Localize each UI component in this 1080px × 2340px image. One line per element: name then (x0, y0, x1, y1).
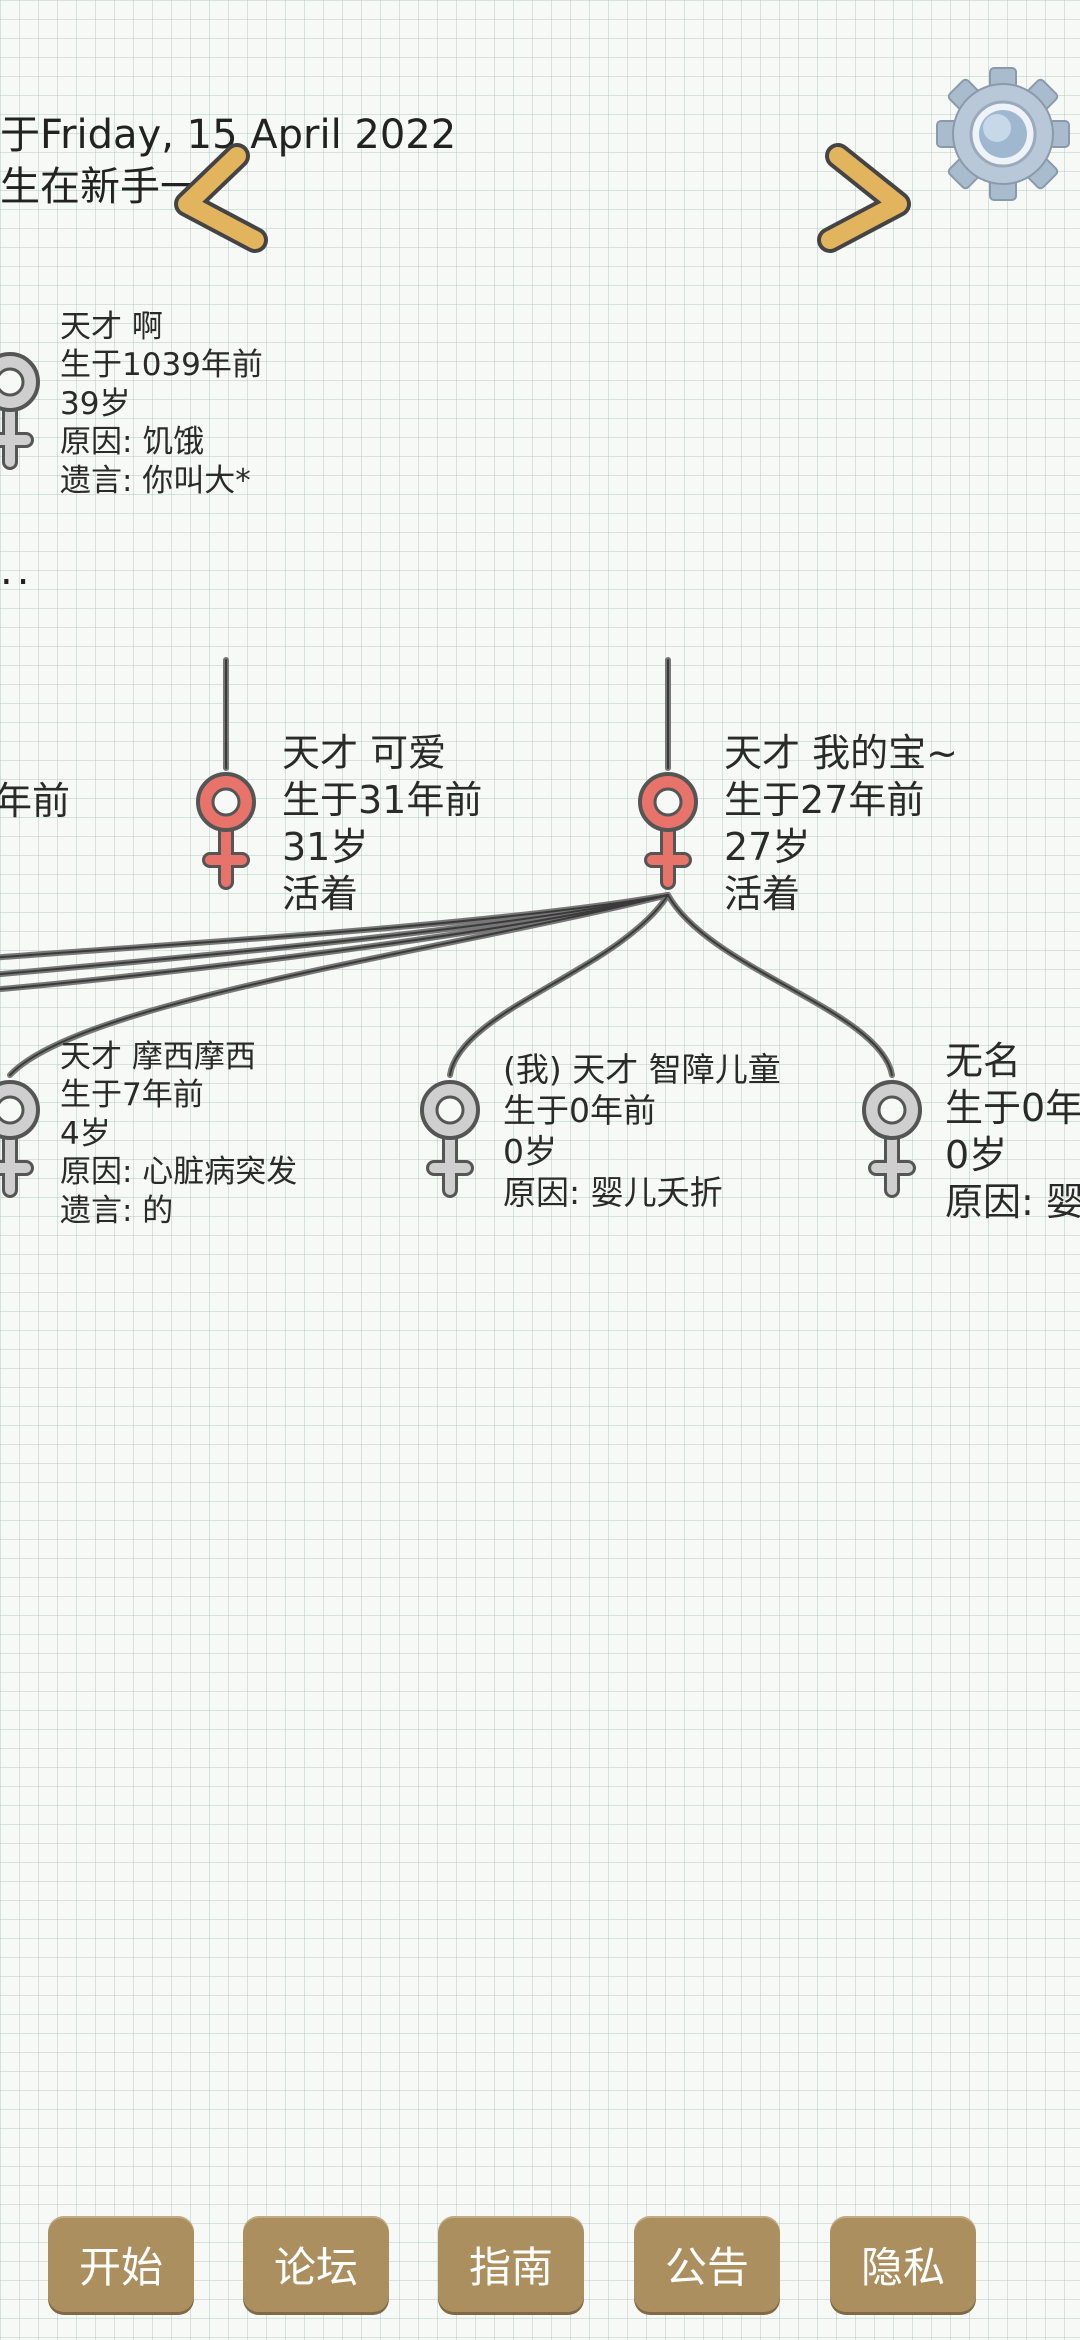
nav-button-forum[interactable]: 论坛 (243, 2216, 389, 2312)
person-born: 生于1039年前 (60, 347, 263, 384)
prev-button[interactable] (174, 143, 268, 258)
ellipsis: .. (0, 548, 34, 594)
settings-button[interactable] (935, 66, 1071, 202)
person-info-tc-moxi: 天才 摩西摩西 生于7年前 4岁 原因: 心脏病突发 遗言: 的 (60, 1038, 297, 1230)
person-cause: 原因: 婴 (945, 1180, 1080, 1225)
family-tree-lines (0, 657, 895, 1078)
person-cause: 原因: 饥饿 (60, 424, 205, 461)
person-name: (我) 天才 智障儿童 (503, 1050, 781, 1089)
person-info-tc-zhizhang: (我) 天才 智障儿童 生于0年前 0岁 原因: 婴儿夭折 (503, 1050, 781, 1214)
person-born: 生于0年 (945, 1086, 1080, 1131)
person-age: 27岁 (724, 825, 811, 870)
person-info-left-partial: 年前 (0, 778, 70, 825)
chevron-right-icon (817, 143, 911, 253)
nav-button-announcement[interactable]: 公告 (634, 2216, 780, 2312)
person-icon-tc-wodebao[interactable] (630, 766, 706, 892)
person-born: 生于27年前 (724, 778, 925, 823)
person-name: 天才 摩西摩西 (60, 1039, 256, 1075)
bottom-nav: 开始 论坛 指南 公告 隐私 (0, 2216, 1080, 2316)
nav-button-guide[interactable]: 指南 (438, 2216, 584, 2312)
person-name: 天才 可爱 (282, 731, 447, 775)
person-cause: 原因: 心脏病突发 (60, 1154, 298, 1191)
gear-icon (936, 67, 1070, 201)
person-status: 活着 (724, 872, 801, 917)
person-icon-tc-zhizhang[interactable] (412, 1074, 488, 1200)
person-age: 4岁 (60, 1115, 111, 1152)
nav-button-privacy[interactable]: 隐私 (830, 2216, 976, 2312)
person-age: 0岁 (503, 1131, 557, 1171)
person-icon-tc-a[interactable] (0, 346, 48, 472)
chevron-left-icon (174, 143, 268, 253)
person-status: 活着 (282, 872, 359, 917)
person-last-words: 遗言: 的 (60, 1192, 174, 1229)
person-info-tc-wodebao: 天才 我的宝~ 生于27年前 27岁 活着 (724, 730, 958, 918)
female-symbol-icon (420, 1080, 480, 1198)
female-symbol-icon (196, 772, 256, 890)
header-location: 生在新手一 (0, 164, 200, 210)
person-info-tc-a: 天才 啊 生于1039年前 39岁 原因: 饥饿 遗言: 你叫大* (60, 308, 263, 500)
person-icon-wuming[interactable] (854, 1074, 930, 1200)
person-age: 0岁 (945, 1133, 1008, 1178)
person-last-words: 遗言: 你叫大* (60, 462, 251, 499)
female-symbol-icon (638, 772, 698, 890)
person-name: 天才 我的宝~ (724, 731, 958, 775)
female-symbol-icon (0, 352, 40, 470)
person-born: 生于7年前 (60, 1077, 204, 1114)
female-symbol-icon (0, 1080, 40, 1198)
person-born: 生于31年前 (282, 778, 483, 823)
person-age: 39岁 (60, 385, 131, 422)
person-info-tc-keai: 天才 可爱 生于31年前 31岁 活着 (282, 730, 482, 918)
person-icon-tc-moxi[interactable] (0, 1074, 48, 1200)
person-cause: 原因: 婴儿夭折 (503, 1172, 723, 1212)
female-symbol-icon (862, 1080, 922, 1198)
person-name: 无名 (945, 1039, 1022, 1083)
person-name: 天才 啊 (60, 309, 163, 345)
next-button[interactable] (817, 143, 911, 258)
nav-button-start[interactable]: 开始 (48, 2216, 194, 2312)
person-age: 31岁 (282, 825, 369, 870)
person-born: 生于0年前 (503, 1090, 656, 1130)
person-info-wuming: 无名 生于0年 0岁 原因: 婴 (945, 1038, 1080, 1226)
person-icon-tc-keai[interactable] (188, 766, 264, 892)
person-born: 年前 (0, 779, 71, 823)
